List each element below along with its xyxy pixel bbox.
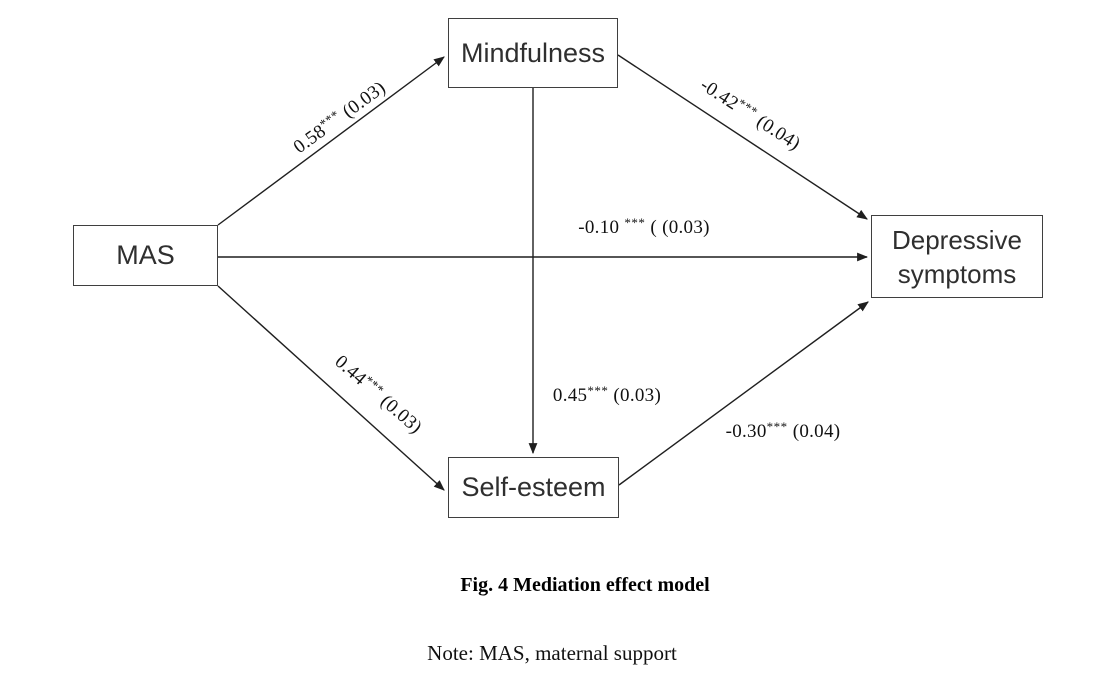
node-mindfulness-label: Mindfulness (460, 37, 606, 68)
path-label-mas-to-depressive: -0.10 *** ( (0.03) (578, 215, 710, 239)
figure-note: Note: MAS, maternal support (427, 641, 677, 665)
node-mas-label: MAS (116, 240, 175, 270)
arrow-self-esteem-to-depressive (618, 301, 869, 486)
node-self-esteem: Self-esteem (448, 457, 619, 518)
coef-value: -0.30 (725, 421, 767, 442)
coef-se: (0.04) (787, 421, 841, 442)
coef-se: (0.03) (608, 385, 662, 406)
coef-stars: *** (587, 383, 609, 399)
figure-caption: Fig. 4 Mediation effect model (460, 574, 710, 596)
node-depressive-symptoms: Depressive symptoms (871, 215, 1043, 298)
coef-value: 0.45 (552, 385, 588, 406)
coef-value: -0.10 (578, 217, 625, 238)
path-label-self-esteem-to-depressive: -0.30*** (0.04) (725, 419, 841, 443)
path-label-mindfulness-to-self-esteem: 0.45*** (0.03) (552, 383, 662, 407)
coef-stars: *** (624, 215, 646, 231)
arrow-mas-to-mindfulness (217, 56, 445, 226)
node-depressive-symptoms-label: Depressive symptoms (891, 224, 1023, 289)
coef-stars: *** (766, 419, 788, 435)
arrow-mas-to-self-esteem (217, 285, 445, 491)
coef-se: ( (0.03) (645, 217, 710, 238)
node-mindfulness: Mindfulness (448, 18, 618, 88)
arrow-mindfulness-to-depressive (617, 54, 868, 220)
node-mas: MAS (73, 225, 218, 286)
node-self-esteem-label: Self-esteem (461, 472, 606, 502)
